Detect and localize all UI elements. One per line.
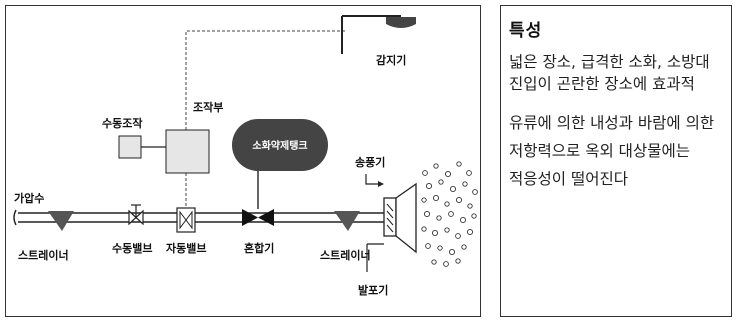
foam-generator-icon <box>366 182 417 272</box>
system-diagram: 감지기 수동조작 조작부 소화약제탱크 스트레이너 수동밸브 자동밸브 혼합기 <box>5 5 481 317</box>
blower-label: 송풍기 <box>355 155 385 169</box>
strainer-left-icon <box>48 211 74 231</box>
diagram-canvas: 감지기 수동조작 조작부 소화약제탱크 스트레이너 수동밸브 자동밸브 혼합기 <box>13 15 478 297</box>
sensor-label: 감지기 <box>376 53 406 67</box>
mixer-icon <box>242 209 274 226</box>
strainer-right-label: 스트레이너 <box>320 248 371 262</box>
control-unit-label: 조작부 <box>193 100 223 114</box>
manual-valve-icon <box>128 204 144 226</box>
signal-line <box>185 30 346 211</box>
characteristic-paragraph-2: 유류에 의한 내성과 바람에 의한 저항력으로 옥외 대상물에는 적응성이 떨어… <box>509 114 715 188</box>
blower-arrow <box>365 174 378 185</box>
characteristic-paragraph-1: 넓은 장소, 급격한 소화, 소방대 진입이 곤란한 장소에 효과적 <box>509 53 710 93</box>
sensor-icon <box>341 15 416 54</box>
manual-valve-label: 수동밸브 <box>112 241 152 255</box>
panel-title: 특성 <box>509 21 543 41</box>
foam-bubbles <box>421 161 478 267</box>
strainer-right-icon <box>334 211 360 231</box>
manual-operation-box <box>118 135 142 159</box>
blower-arrow-head <box>378 181 384 187</box>
manual-operation-label: 수동조작 <box>102 116 142 130</box>
main-pipe <box>13 209 384 226</box>
mixer-label: 혼합기 <box>244 241 274 255</box>
control-unit-box <box>165 129 210 174</box>
auto-valve-icon <box>176 207 196 233</box>
foam-tank-label: 소화약제탱크 <box>252 139 307 152</box>
pressurized-water-label: 가압수 <box>14 191 44 205</box>
foam-generator-label: 발포기 <box>358 283 388 297</box>
foam-tank <box>232 119 328 171</box>
auto-valve-label: 자동밸브 <box>166 241 206 255</box>
strainer-left-label: 스트레이너 <box>18 248 69 262</box>
characteristics-panel: 특성 넓은 장소, 급격한 소화, 소방대 진입이 곤란한 장소에 효과적 유류… <box>500 5 732 317</box>
